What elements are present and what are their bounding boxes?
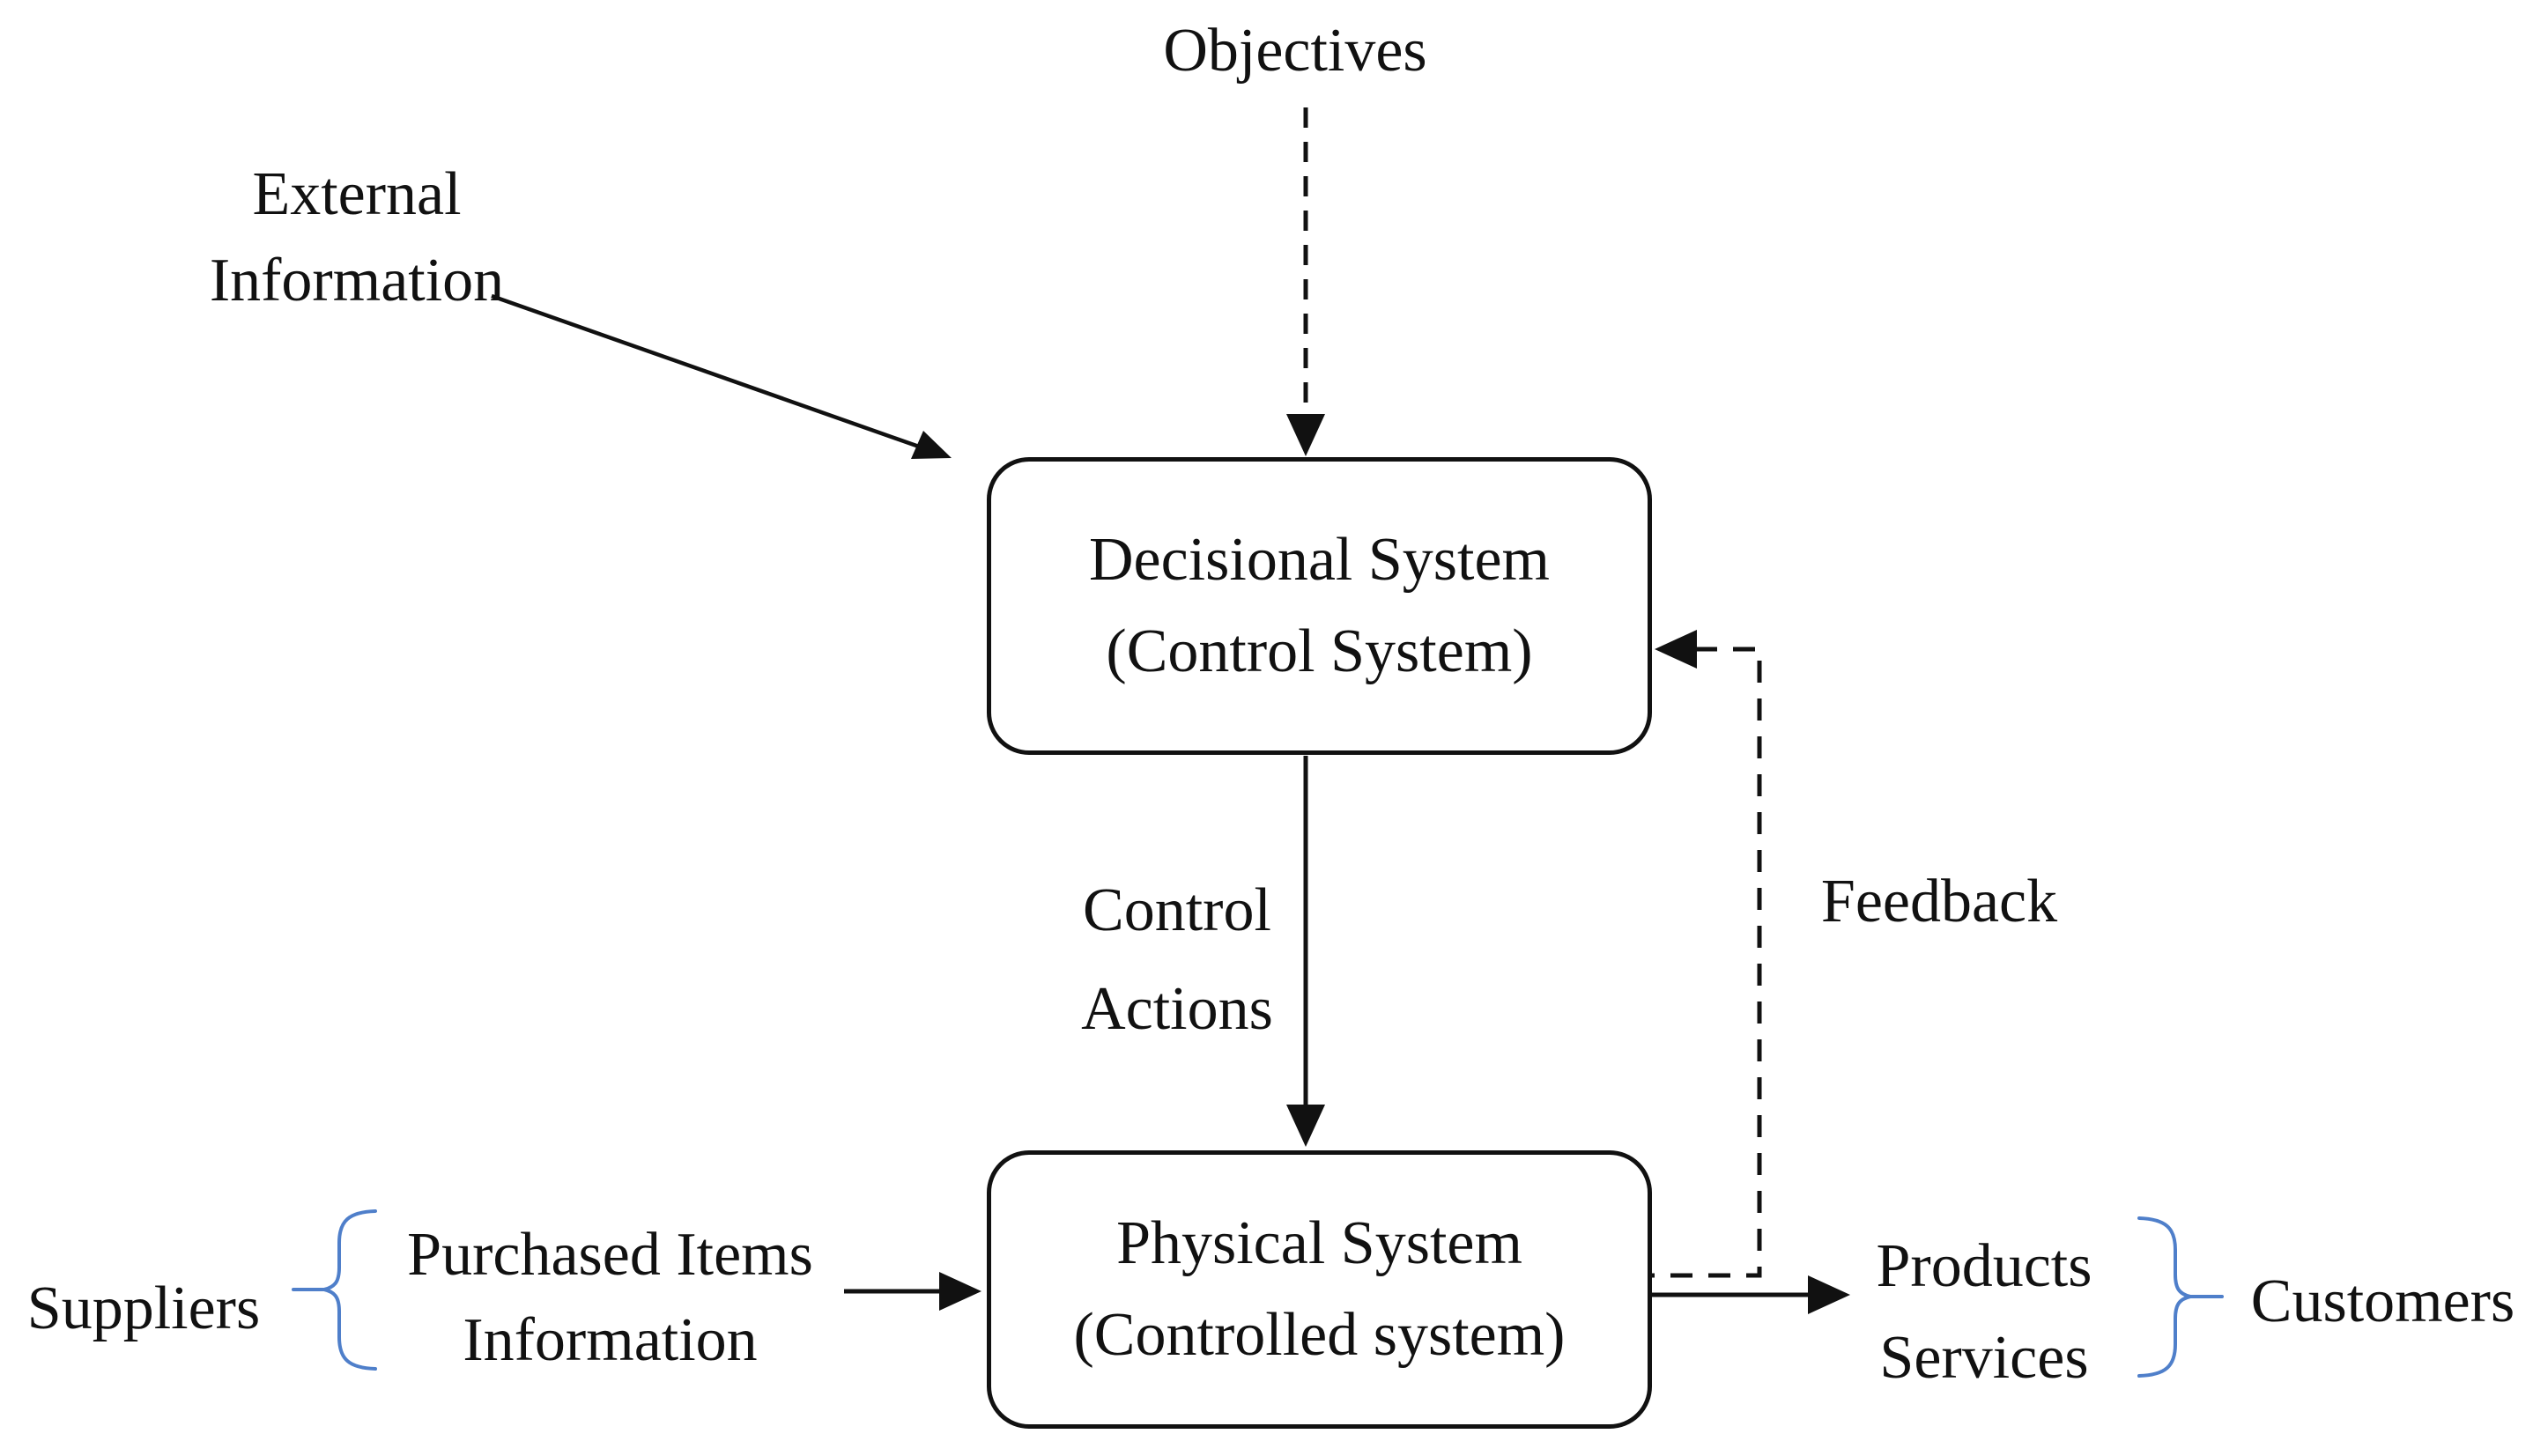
purchased-items-line1: Purchased Items (407, 1221, 813, 1289)
control-actions-line1: Control (1083, 876, 1271, 944)
purchased-items-arrow (844, 1272, 981, 1311)
services-line: Services (1879, 1324, 2089, 1392)
physical-system-node[interactable]: Physical System (Controlled system) (987, 1150, 1652, 1429)
feedback-label: Feedback (1820, 868, 2058, 935)
physical-system-subtitle: (Controlled system) (1073, 1301, 1566, 1369)
external-info-arrow (491, 293, 952, 459)
purchased-items-line2: Information (463, 1306, 758, 1374)
external-information-line1: External (252, 160, 462, 228)
arrowhead-left-icon (1655, 630, 1697, 669)
arrowhead-right-icon (939, 1272, 981, 1311)
external-information-label: External Information (137, 152, 577, 324)
decisional-system-title: Decisional System (1089, 526, 1550, 594)
arrowhead-down-icon (1286, 1105, 1325, 1147)
products-line: Products (1876, 1232, 2092, 1300)
right-curly-brace (2137, 1216, 2224, 1378)
feedback-dashed-path (1644, 630, 1762, 1278)
purchased-items-label: Purchased Items Information (379, 1212, 841, 1383)
products-services-label: Products Services (1866, 1221, 2102, 1404)
control-actions-line2: Actions (1081, 975, 1273, 1043)
objectives-label: Objectives (1163, 17, 1427, 85)
products-services-arrow (1649, 1275, 1850, 1314)
external-information-line2: Information (209, 247, 505, 314)
suppliers-label: Suppliers (26, 1275, 261, 1342)
decisional-system-subtitle: (Control System) (1106, 617, 1533, 685)
arrowhead-right-icon (1808, 1275, 1850, 1314)
arrowhead-down-icon (1286, 414, 1325, 456)
physical-system-title: Physical System (1116, 1209, 1522, 1277)
decisional-system-node[interactable]: Decisional System (Control System) (987, 457, 1652, 755)
control-actions-arrow (1286, 756, 1325, 1147)
left-curly-brace (292, 1209, 377, 1371)
objectives-arrow (1286, 107, 1325, 456)
arrowhead-diagonal-icon (911, 431, 952, 459)
customers-label: Customers (2250, 1268, 2515, 1335)
control-actions-label: Control Actions (1045, 861, 1309, 1059)
